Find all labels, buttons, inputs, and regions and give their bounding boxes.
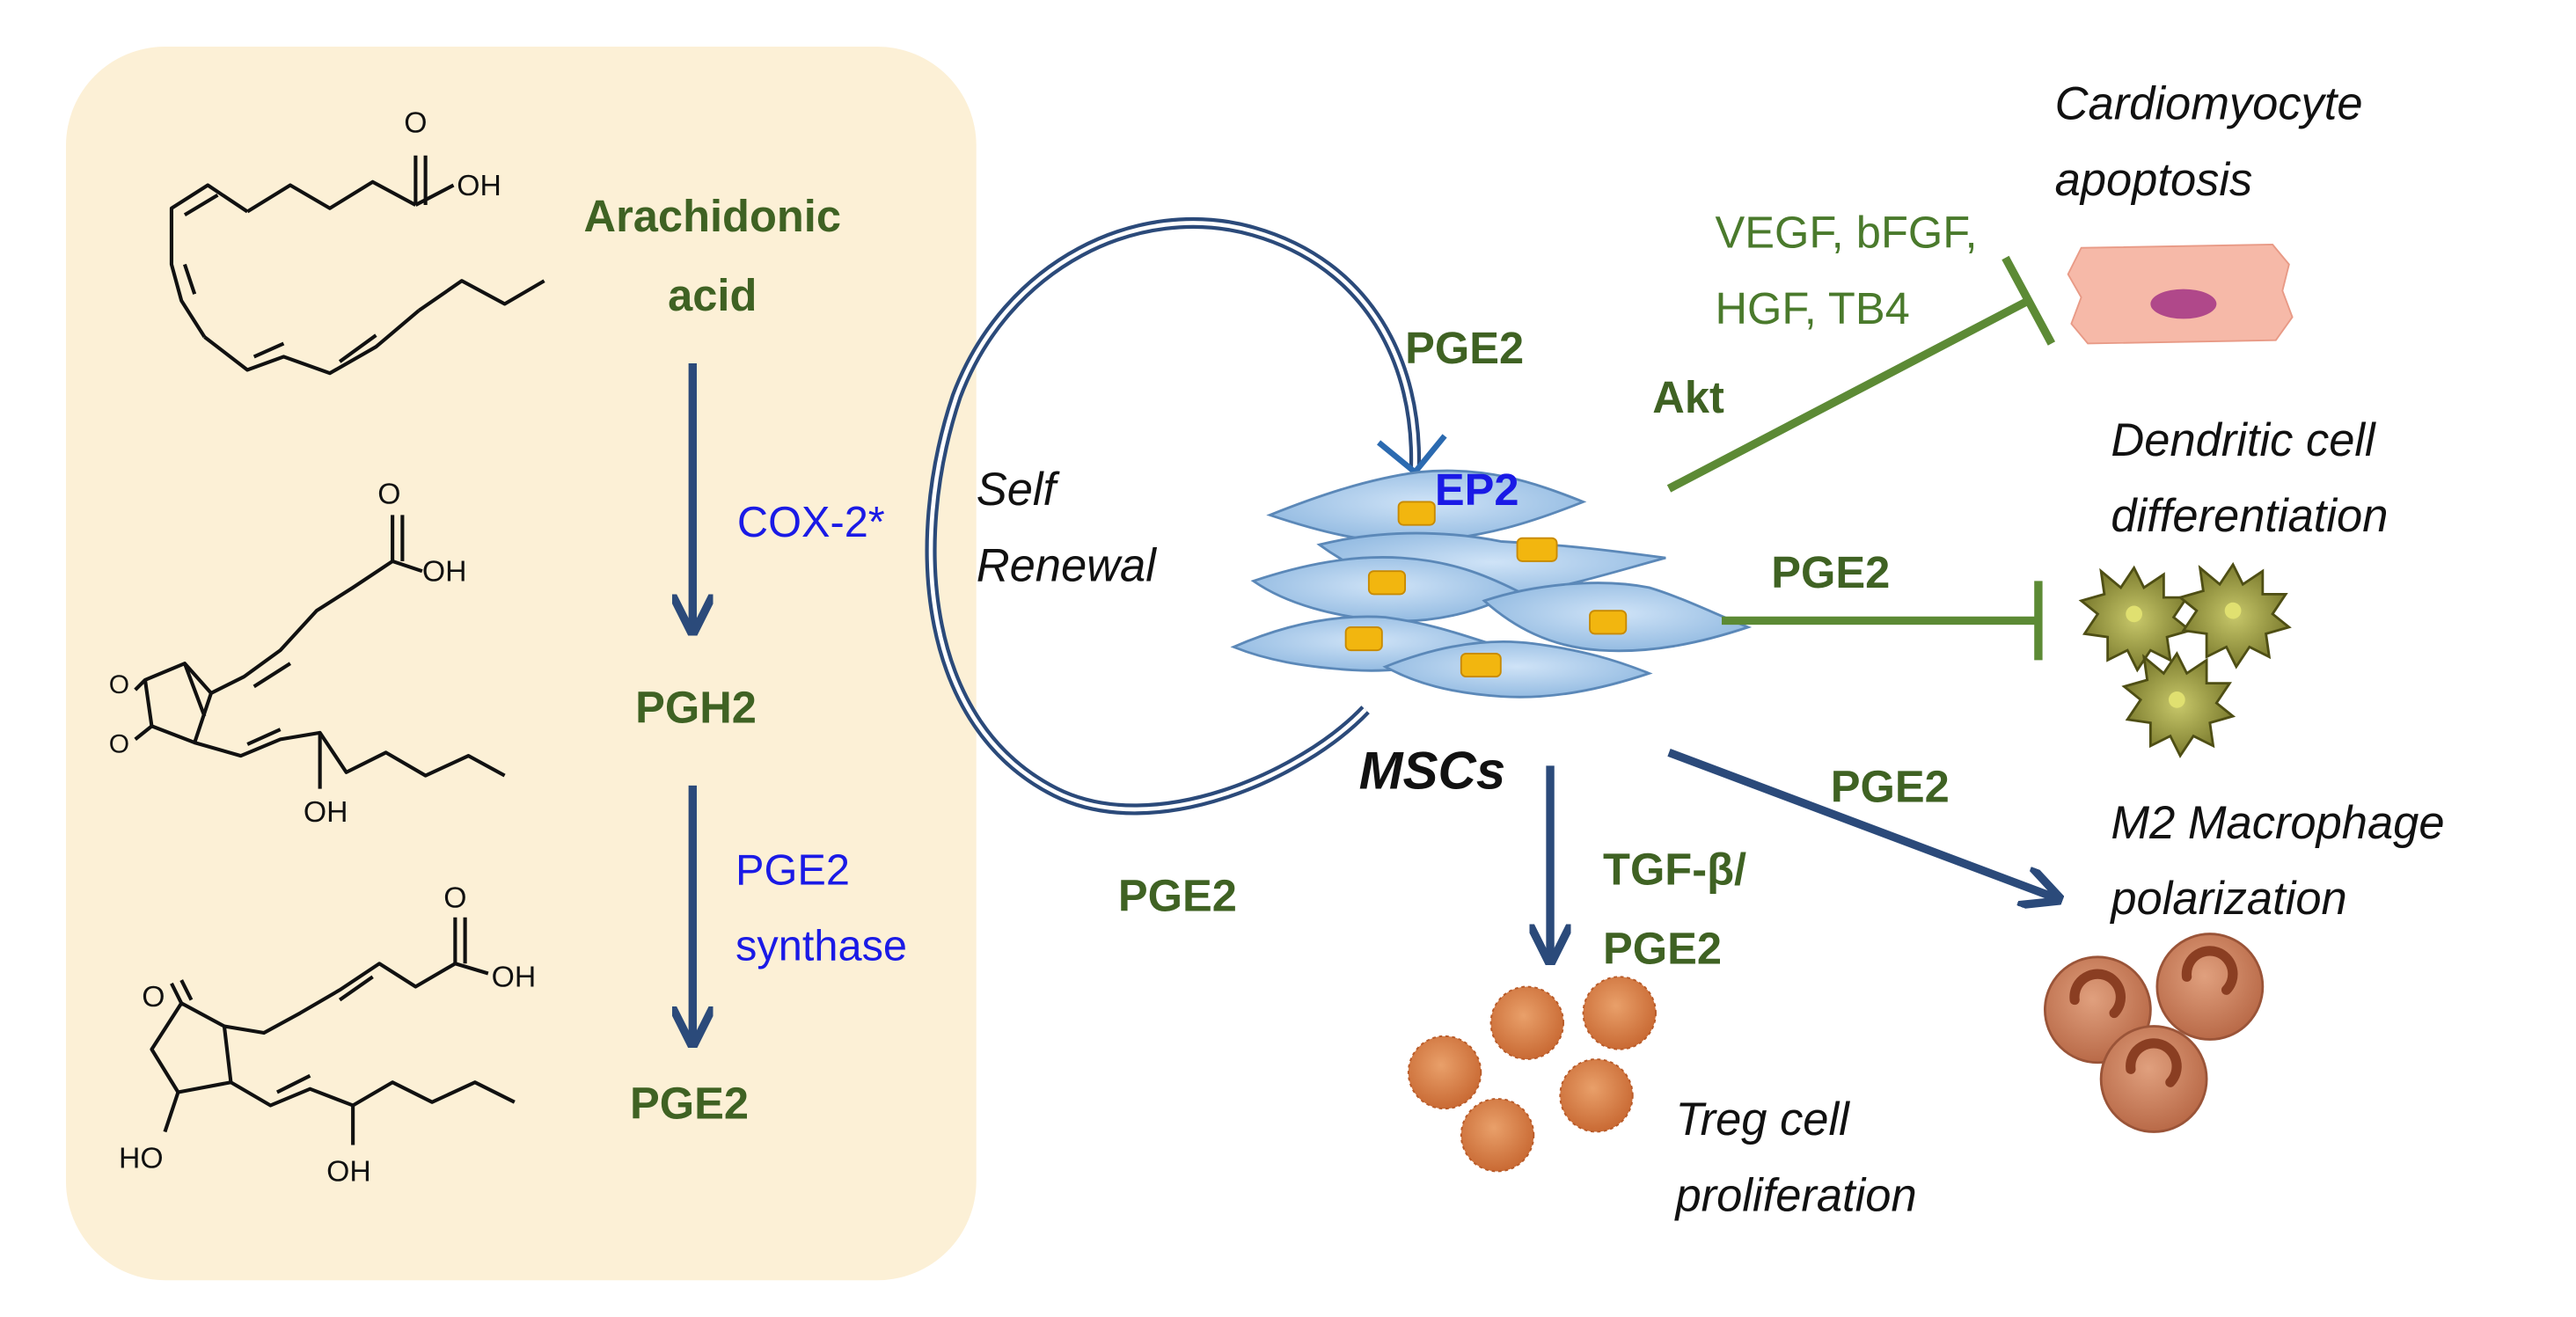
cardiomyocyte-label: Cardiomyocyte [2055, 78, 2363, 130]
treg-cell-image [1407, 976, 1657, 1173]
self-renewal-label-line2: Renewal [977, 539, 1158, 591]
treg-label-line2: proliferation [1674, 1169, 1917, 1221]
pge2-o-label: O [443, 882, 466, 915]
pge2-synthase-label-line2: synthase [735, 923, 907, 970]
pgh2-structure [134, 515, 506, 789]
pge2-ketone-label: O [142, 980, 165, 1013]
akt-label: Akt [1652, 372, 1724, 422]
inhibit-line-cardiomyocyte [1666, 296, 2031, 493]
arachidonic-acid-label-line2: acid [668, 270, 757, 320]
pge2-product-label: PGE2 [630, 1078, 749, 1128]
pge2-oh-label: OH [492, 961, 537, 994]
dendritic-label-line2: differentiation [2111, 490, 2388, 542]
ep2-label: EP2 [1435, 465, 1519, 515]
macrophage-cell-image [2043, 933, 2265, 1133]
treg-label: Treg cell [1676, 1094, 1851, 1145]
self-renewal-label: Self [977, 464, 1061, 516]
cox2-label: COX-2* [737, 499, 885, 546]
inhibit-bar-cardiomyocyte [2002, 255, 2056, 346]
macrophage-label-line2: polarization [2109, 873, 2346, 925]
pgh2-peroxide-o2: O [109, 729, 129, 758]
pgh2-peroxide-o1: O [109, 670, 129, 699]
pgh2-hydroxyl-label: OH [304, 795, 348, 829]
dendritic-pge2-label: PGE2 [1771, 547, 1890, 597]
macrophage-pge2-label: PGE2 [1831, 762, 1950, 812]
cardiomyocyte-cell-image [2067, 244, 2294, 345]
cardiomyocyte-label-line2: apoptosis [2055, 154, 2253, 206]
mscs-label: MSCs [1359, 742, 1506, 801]
pgh2-label: PGH2 [635, 683, 757, 733]
loop-pge2-bottom-label: PGE2 [1118, 870, 1237, 920]
arachidonic-acid-structure [169, 155, 545, 376]
arachidonic-acid-label: Arachidonic [584, 191, 841, 241]
treg-factor-label-line2: PGE2 [1603, 923, 1722, 973]
pge2-synthase-label: PGE2 [735, 846, 850, 894]
msc-nuclei [1344, 501, 1628, 678]
growth-factors-label: VEGF, bFGF, [1716, 208, 1978, 258]
dendritic-label: Dendritic cell [2111, 414, 2376, 466]
pge2-ho-label: HO [119, 1142, 164, 1175]
pgh2-oh-label: OH [422, 554, 467, 588]
loop-pge2-top-label: PGE2 [1405, 323, 1524, 373]
dendritic-cell-image [2078, 561, 2292, 758]
cooh-oh-label: OH [457, 169, 501, 202]
growth-factors-label-line2: HGF, TB4 [1716, 283, 1910, 333]
arrow-msc-to-macrophage [1667, 748, 2055, 897]
pge2-hydroxyl-label: OH [326, 1155, 371, 1189]
cooh-o-label: O [404, 106, 427, 140]
pgh2-o-label: O [377, 477, 400, 510]
pge2-structure [150, 917, 516, 1145]
pathway-panel [65, 47, 977, 1281]
treg-factor-label: TGF-β/ [1603, 844, 1746, 894]
macrophage-label: M2 Macrophage [2111, 797, 2444, 849]
